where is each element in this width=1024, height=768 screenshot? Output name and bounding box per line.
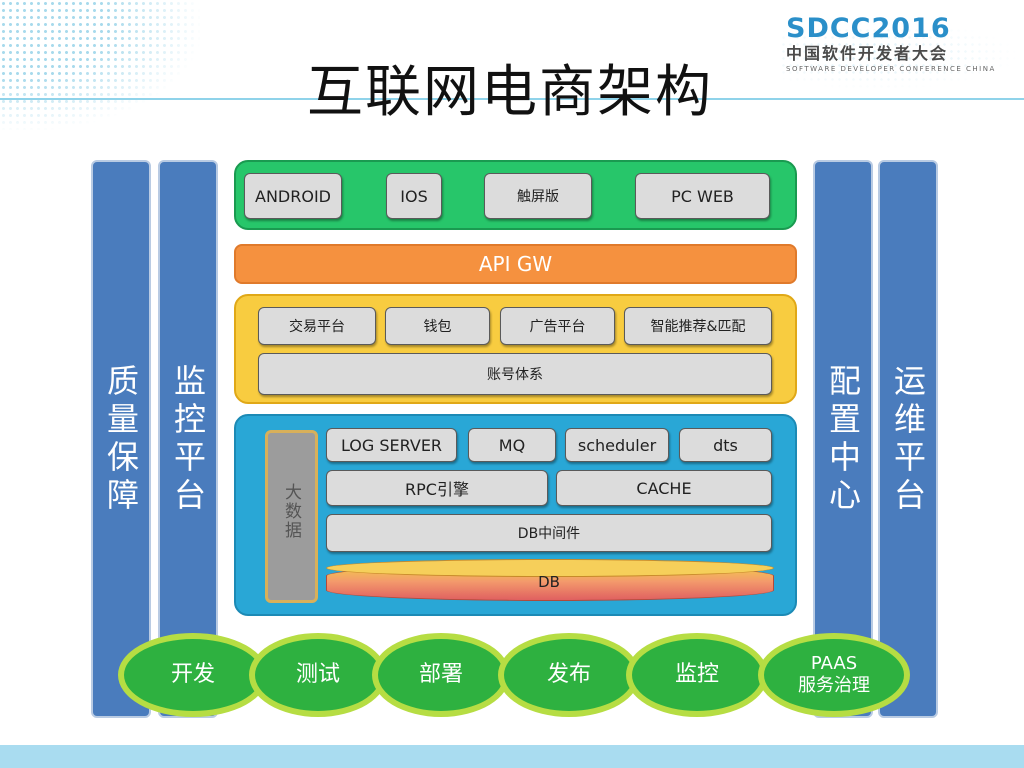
service-wallet: 钱包 — [385, 307, 490, 345]
pillar-monitoring-platform: 监控平台 — [158, 160, 218, 718]
database-label: DB — [538, 573, 560, 591]
big-data-label: 大数据 — [281, 483, 301, 540]
pillar-label: 配置中心 — [824, 364, 862, 516]
service-recommendation: 智能推荐&匹配 — [624, 307, 772, 345]
pillar-ops-platform: 运维平台 — [878, 160, 938, 718]
logo-main-text: SDCC2016 — [786, 13, 951, 44]
header-divider — [0, 98, 1024, 100]
lifecycle-deploy: 部署 — [372, 633, 510, 717]
lifecycle-test: 测试 — [249, 633, 387, 717]
service-trading-platform: 交易平台 — [258, 307, 376, 345]
api-gateway-layer: API GW — [234, 244, 797, 284]
account-system: 账号体系 — [258, 353, 772, 395]
paas-label: PAAS — [810, 653, 858, 674]
service-governance-label: 服务治理 — [798, 675, 870, 696]
infra-db-middleware: DB中间件 — [326, 514, 772, 552]
decorative-dot-pattern-right — [780, 20, 1020, 90]
infra-dts: dts — [679, 428, 772, 462]
pillar-config-center: 配置中心 — [813, 160, 873, 718]
conference-logo: SDCC2016 中国软件开发者大会 SOFTWARE DEVELOPER CO… — [786, 14, 996, 74]
logo-english-text: SOFTWARE DEVELOPER CONFERENCE CHINA — [786, 65, 996, 73]
lifecycle-paas-governance: PAAS 服务治理 — [758, 633, 910, 717]
client-ios: IOS — [386, 173, 442, 219]
pillar-label: 监控平台 — [169, 364, 207, 516]
client-pc-web: PC WEB — [635, 173, 770, 219]
footer-bar — [0, 745, 1024, 768]
service-ad-platform: 广告平台 — [500, 307, 615, 345]
infra-scheduler: scheduler — [565, 428, 669, 462]
lifecycle-monitor: 监控 — [626, 633, 768, 717]
page-title: 互联网电商架构 — [307, 60, 713, 125]
pillar-label: 运维平台 — [889, 364, 927, 516]
pillar-label: 质量保障 — [102, 364, 140, 516]
database-cylinder-top — [326, 559, 774, 577]
infra-rpc-engine: RPC引擎 — [326, 470, 548, 506]
lifecycle-release: 发布 — [498, 633, 640, 717]
client-touch-web: 触屏版 — [484, 173, 592, 219]
big-data-column: 大数据 — [265, 430, 318, 603]
lifecycle-develop: 开发 — [118, 633, 268, 717]
decorative-dot-pattern — [0, 0, 200, 130]
pillar-quality-assurance: 质量保障 — [91, 160, 151, 718]
infra-log-server: LOG SERVER — [326, 428, 457, 462]
database-cylinder: DB — [326, 557, 774, 607]
infra-mq: MQ — [468, 428, 556, 462]
client-android: ANDROID — [244, 173, 342, 219]
logo-chinese-text: 中国软件开发者大会 — [786, 44, 949, 63]
infra-cache: CACHE — [556, 470, 772, 506]
